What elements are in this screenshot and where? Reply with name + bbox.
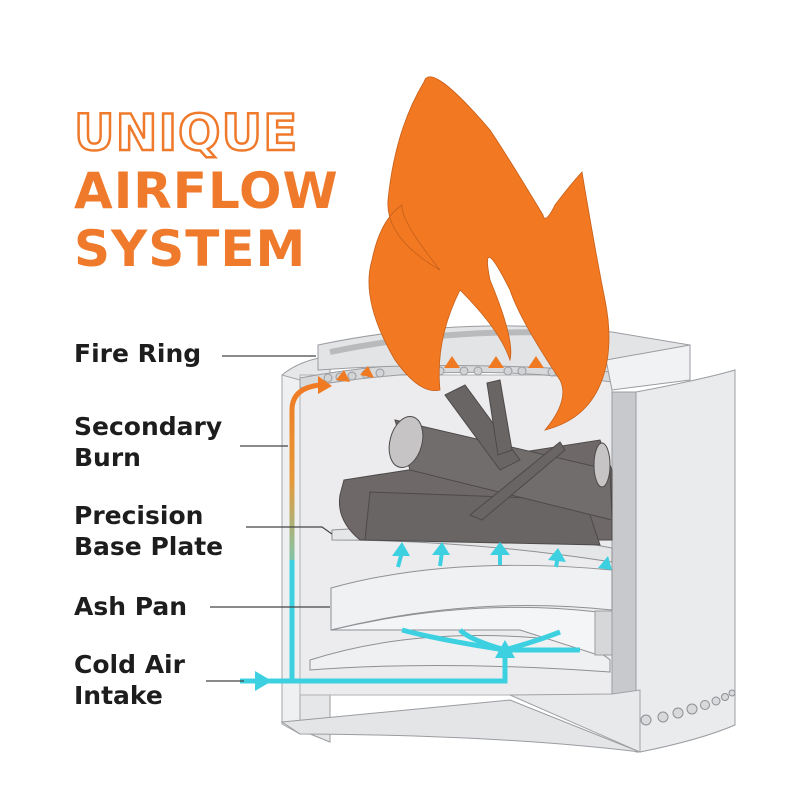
leader-lines	[206, 355, 333, 682]
cold-air-airflow	[240, 560, 580, 684]
secondary-burn-airflow	[289, 356, 544, 660]
title-line-system: SYSTEM	[74, 220, 307, 278]
label-secondary-burn-line1: Secondary	[74, 412, 223, 441]
page-title: UNIQUE AIRFLOW SYSTEM	[73, 103, 339, 278]
label-base-plate-line2: Base Plate	[74, 532, 224, 561]
cold-air-arrowheads	[255, 542, 612, 691]
leader-base-plate	[246, 526, 333, 535]
title-line-airflow: AIRFLOW	[74, 162, 339, 220]
label-precision-base-plate: Precision Base Plate	[74, 500, 223, 562]
label-cold-air-line1: Cold Air	[74, 650, 185, 679]
label-cold-air-line2: Intake	[74, 681, 163, 710]
label-secondary-burn-line2: Burn	[74, 443, 141, 472]
label-fire-ring-text: Fire Ring	[74, 339, 202, 368]
intake-holes	[640, 689, 736, 726]
label-ash-pan-text: Ash Pan	[74, 592, 188, 621]
label-fire-ring: Fire Ring	[74, 338, 201, 369]
label-secondary-burn: Secondary Burn	[74, 411, 222, 473]
title-line-unique: UNIQUE	[73, 103, 299, 164]
label-base-plate-line1: Precision	[74, 501, 204, 530]
logs	[338, 379, 613, 546]
label-cold-air-intake: Cold Air Intake	[74, 649, 185, 711]
flame	[368, 76, 610, 431]
label-ash-pan: Ash Pan	[74, 591, 187, 622]
updraft-stems	[396, 551, 560, 568]
ash-pan	[309, 564, 613, 673]
